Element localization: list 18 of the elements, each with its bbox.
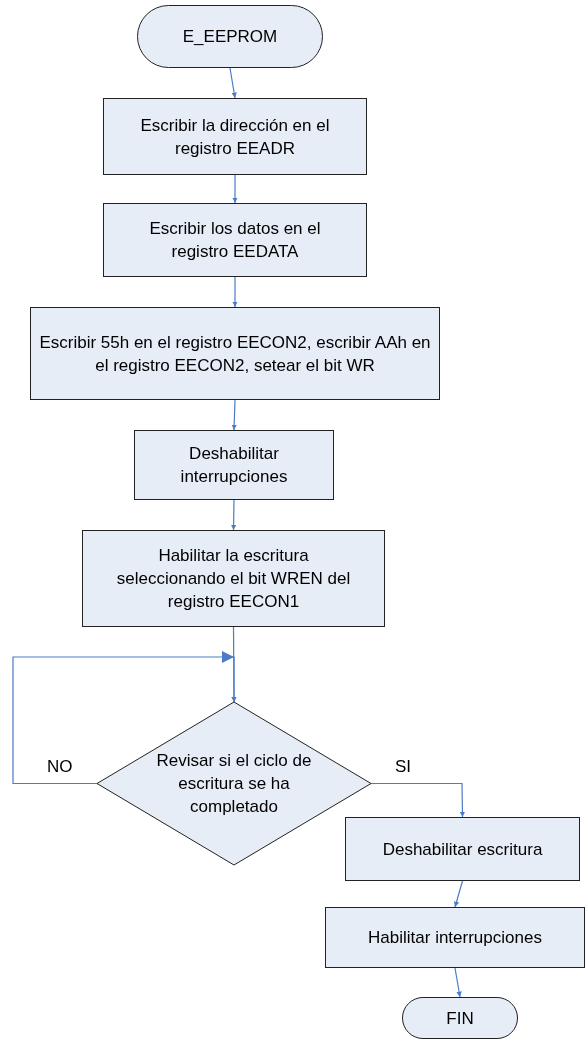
node-label: Escribir los datos en el registro EEDATA	[148, 218, 322, 263]
node-label: FIN	[446, 1007, 474, 1030]
process-box	[30, 307, 440, 400]
node-label: Habilitar la escritura seleccionando el bit WREN del registro EECON1	[115, 545, 352, 613]
process-box	[345, 817, 580, 881]
terminal-shape	[402, 997, 518, 1039]
process-box	[325, 907, 585, 968]
process-box	[82, 530, 385, 627]
process-box	[103, 98, 367, 175]
process-box	[103, 203, 367, 277]
node-label: Revisar si el ciclo de escritura se ha completado	[155, 750, 313, 818]
node-label: Habilitar interrupciones	[368, 927, 542, 949]
node-label: Deshabilitar interrupciones	[179, 443, 289, 488]
node-label: Escribir 55h en el registro EECON2, escribir AAh en el registro EECON2, setear el bit WR	[38, 331, 432, 377]
node-label: E_EEPROM	[182, 26, 278, 48]
process-box	[134, 430, 334, 500]
node-label: Escribir la dirección en el registro EEADR	[139, 114, 331, 160]
node-label: Deshabilitar escritura	[382, 838, 543, 861]
